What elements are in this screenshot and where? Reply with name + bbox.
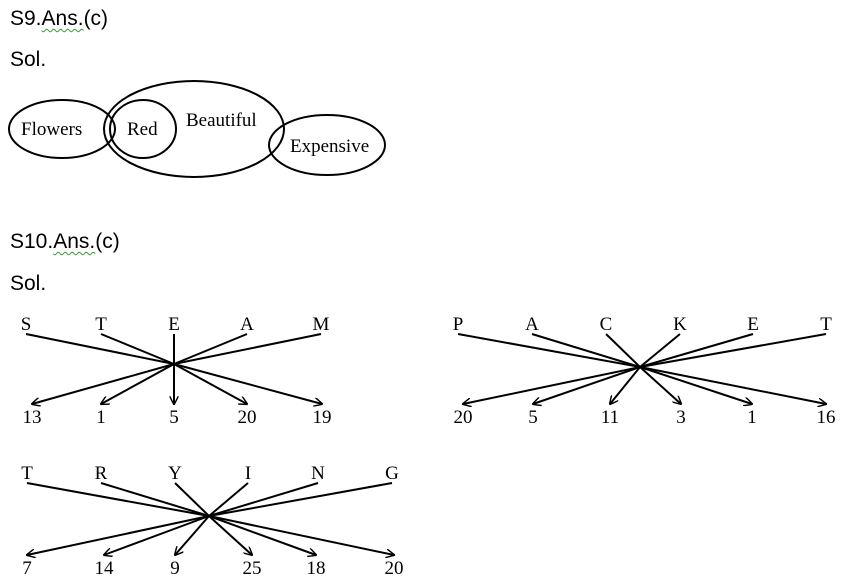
s10-label: S10. [10, 230, 54, 253]
letter-label: Y [168, 463, 182, 484]
letter-label: S [21, 314, 32, 335]
connector-line-top [173, 333, 322, 365]
connector-line-top [100, 482, 210, 517]
letter-label: N [311, 463, 325, 484]
connector-line-top [25, 333, 175, 365]
arrow-line-bottom [533, 366, 641, 404]
arrow-line-bottom [639, 366, 681, 404]
number-label: 5 [169, 407, 179, 428]
number-label: 18 [307, 558, 326, 579]
number-label: 20 [385, 558, 404, 579]
arrow-line-bottom [208, 515, 316, 555]
connector-line-top [208, 482, 249, 517]
connector-line-top [639, 333, 827, 368]
letter-label: E [747, 314, 759, 335]
connector-line-top [639, 333, 681, 368]
number-label: 9 [170, 558, 180, 579]
number-label: 5 [528, 407, 538, 428]
arrow-line-bottom [27, 515, 210, 555]
letter-label: A [525, 314, 539, 335]
number-label: 3 [676, 407, 686, 428]
connector-line-top [173, 333, 248, 365]
s9-ans-word: Ans. [41, 7, 84, 30]
arrow-line-bottom [463, 366, 641, 404]
number-label: 11 [601, 407, 619, 428]
letter-label: P [453, 314, 464, 335]
arrow-line-bottom [173, 363, 247, 404]
arrow-line-bottom [639, 366, 826, 404]
arrow-line-bottom [610, 366, 641, 404]
s10-answer-choice: (c) [95, 230, 120, 253]
connector-line-top [639, 333, 754, 368]
connector-line-top [531, 333, 641, 368]
connector-line-top [100, 333, 175, 365]
letter-label: I [245, 463, 251, 484]
s10-answer-line: S10.Ans.(c) [10, 230, 120, 254]
s9-answer-line: S9.Ans.(c) [10, 7, 108, 31]
number-label: 1 [747, 407, 757, 428]
letter-label: R [95, 463, 108, 484]
number-label: 19 [313, 407, 332, 428]
number-label: 20 [238, 407, 257, 428]
number-label: 20 [454, 407, 473, 428]
arrow-diagram-3: T 7 R 14 Y 9 I 25 N 18 G 20 [21, 463, 403, 579]
s10-sol-label: Sol. [10, 272, 47, 295]
letter-label: C [600, 314, 613, 335]
s10-ans-word: Ans. [53, 230, 96, 253]
s9-label: S9. [10, 7, 42, 30]
number-label: 7 [22, 558, 32, 579]
letter-label: K [673, 314, 687, 335]
connector-line-top [26, 482, 210, 517]
letter-label: E [168, 314, 180, 335]
arrow-line-bottom [208, 515, 394, 555]
arrow-line-bottom [173, 363, 322, 404]
number-label: 13 [23, 407, 42, 428]
arrow-line-bottom [639, 366, 752, 404]
letter-label: T [820, 314, 832, 335]
arrow-diagram-1: S 13 T 1 E 5 A 20 M 19 [21, 314, 332, 428]
letter-label: G [385, 463, 399, 484]
number-label: 16 [817, 407, 836, 428]
number-label: 25 [243, 558, 262, 579]
letter-label: T [21, 463, 33, 484]
connector-line-top [605, 333, 641, 368]
letter-label: M [313, 314, 330, 335]
arrow-diagram-2: P 20 A 5 C 11 K 3 E 1 T 16 [453, 314, 836, 428]
arrow-line-bottom [208, 515, 252, 555]
letter-label: A [240, 314, 254, 335]
s9-answer-choice: (c) [83, 7, 109, 30]
connector-line-top [457, 333, 641, 368]
arrow-line-bottom [175, 515, 210, 555]
arrow-line-bottom [32, 363, 175, 404]
number-label: 14 [95, 558, 115, 579]
arrow-line-bottom [104, 515, 210, 555]
connector-line-top [174, 482, 210, 517]
letter-label: T [95, 314, 107, 335]
arrow-line-bottom [101, 363, 175, 404]
s9-sol-label: Sol. [10, 48, 47, 71]
connector-line-top [208, 482, 319, 517]
connector-line-top [208, 482, 393, 517]
number-label: 1 [96, 407, 106, 428]
